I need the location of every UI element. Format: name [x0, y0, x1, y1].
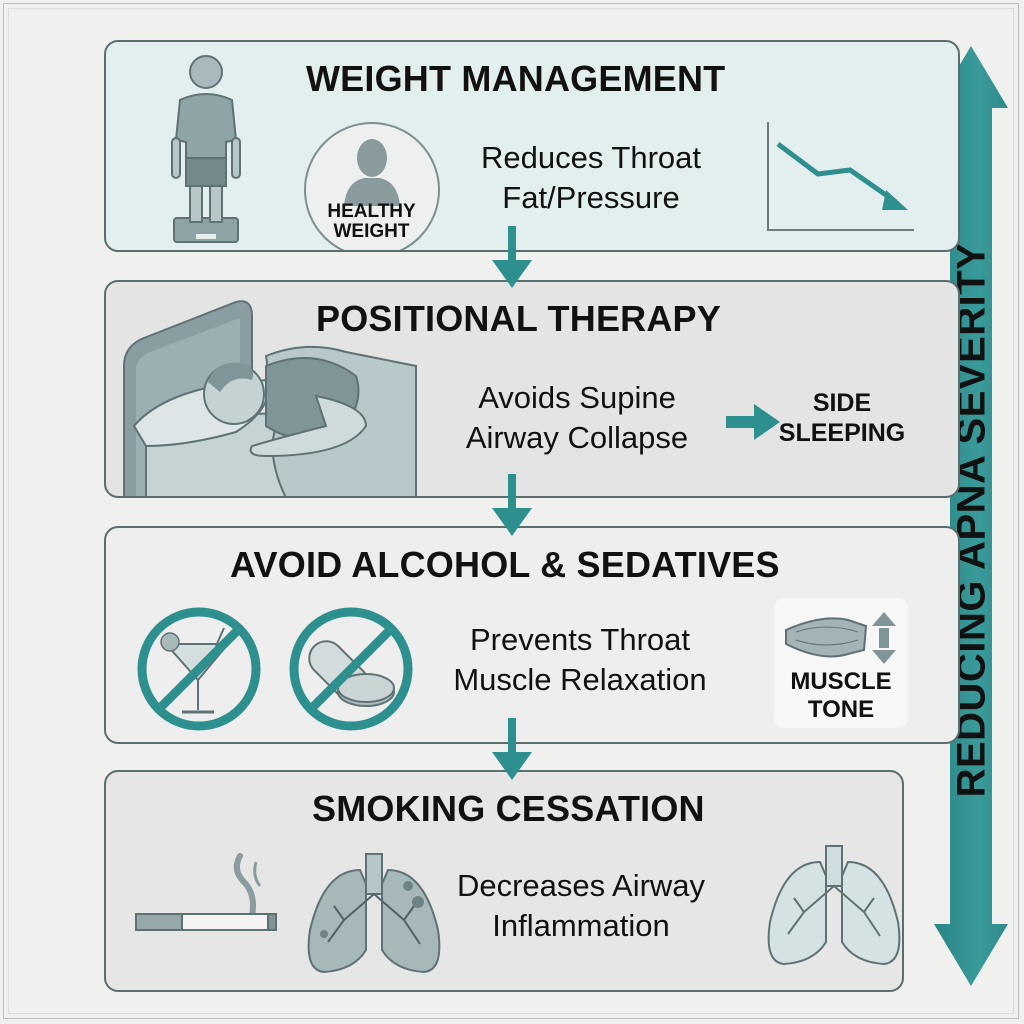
muscle-tone-label: MUSCLE TONE [790, 668, 892, 723]
muscle-tone-badge: MUSCLE TONE [774, 598, 908, 728]
outer-frame [3, 3, 1019, 1019]
panel-positional-therapy: POSITIONAL THERAPY Avoids Supine Airway … [104, 280, 960, 498]
healthy-weight-badge: HEALTHY WEIGHT [304, 122, 440, 250]
panel-title: SMOKING CESSATION [312, 788, 705, 829]
cigarette-icon [135, 853, 277, 931]
no-pills-icon [289, 607, 413, 731]
panel-description: Decreases Airway Inflammation [456, 868, 706, 943]
flow-arrow-icon [492, 718, 532, 780]
muscle-icon [785, 612, 896, 664]
right-arrow-icon [726, 404, 780, 440]
side-sleeping-label: SIDE SLEEPING [778, 389, 906, 447]
inner-frame [8, 8, 1014, 1014]
healthy-lungs-icon [767, 845, 901, 966]
no-alcohol-icon [137, 607, 261, 731]
side-sleeping-person-icon [123, 300, 417, 496]
panel-smoking-cessation: SMOKING CESSATION Decreases Airway Infla… [104, 770, 904, 992]
panel-avoid-alcohol-sedatives: AVOID ALCOHOL & SEDATIVES Prevents Throa… [104, 526, 960, 744]
damaged-lungs-icon [307, 853, 441, 974]
panel-weight-management: HEALTHY WEIGHT WEIGHT MANAGEMENT Reduces… [104, 40, 960, 252]
panel-title: WEIGHT MANAGEMENT [306, 58, 726, 99]
flow-arrow-icon [492, 226, 532, 288]
panel-description: Reduces Throat Fat/Pressure [481, 140, 701, 215]
downward-trend-chart-icon [767, 122, 914, 231]
panel-description: Avoids Supine Airway Collapse [465, 380, 689, 455]
panel-description: Prevents Throat Muscle Relaxation [453, 622, 707, 697]
panel-title: POSITIONAL THERAPY [316, 298, 721, 339]
healthy-weight-label: HEALTHY WEIGHT [327, 201, 416, 242]
flow-arrow-icon [492, 474, 532, 536]
panel-title: AVOID ALCOHOL & SEDATIVES [230, 544, 780, 585]
person-on-scale-icon [171, 55, 241, 243]
healthy-weight-person-icon [344, 139, 400, 206]
